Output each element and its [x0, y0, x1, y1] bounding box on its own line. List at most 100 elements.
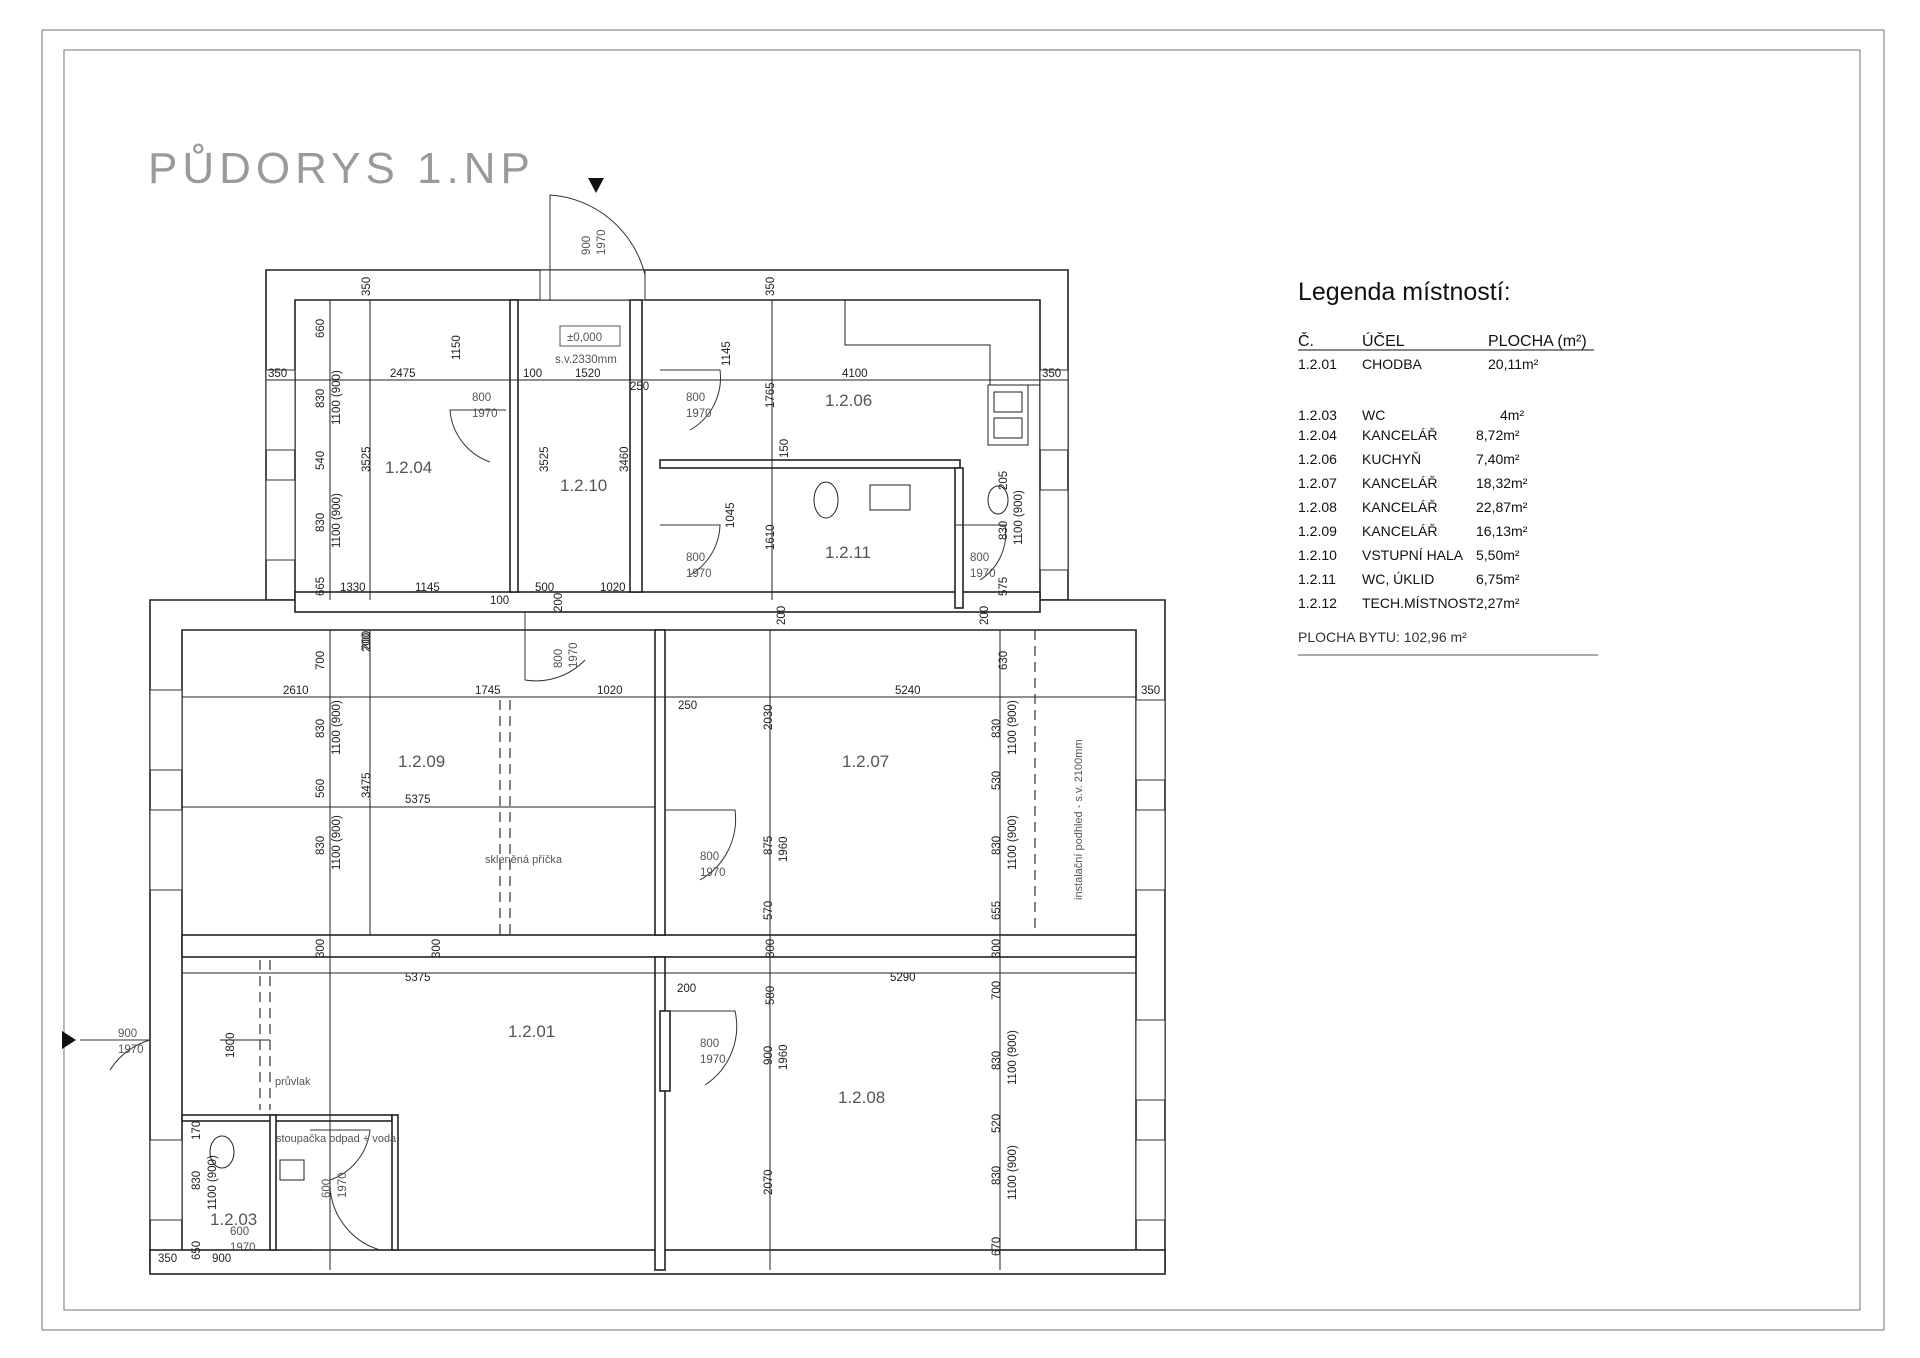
door-height: 1970 [568, 642, 580, 668]
dimension: 2475 [390, 368, 416, 380]
dimension: 3525 [539, 446, 551, 472]
door-width: 800 [700, 1038, 719, 1050]
door-height: 1970 [337, 1172, 349, 1198]
dimension: 830 [991, 1051, 1003, 1070]
door-width: 800 [472, 392, 491, 404]
dimension: 830 [315, 389, 327, 408]
dimension: 570 [763, 901, 775, 920]
dimension: 1960 [778, 1044, 790, 1070]
legend-no: 1.2.11 [1298, 571, 1336, 587]
legend-no: 1.2.06 [1298, 451, 1337, 467]
legend-no: 1.2.01 [1298, 356, 1337, 372]
dimension: 350 [1042, 368, 1061, 380]
dimension: 1100 (900) [1013, 490, 1025, 545]
level-mark-box [559, 325, 621, 347]
room-label: 1.2.11 [825, 543, 871, 562]
legend-no: 1.2.12 [1298, 595, 1337, 611]
dimension: 200 [677, 983, 696, 995]
dimension: 1520 [575, 368, 601, 380]
legend-no: 1.2.10 [1298, 547, 1337, 563]
glass-partition-note: skleněná příčka [485, 854, 563, 866]
dimension: 660 [315, 319, 327, 338]
dimension: 830 [315, 719, 327, 738]
dimension: 1100 (900) [1007, 815, 1019, 870]
legend-use: KANCELÁŘ [1362, 523, 1437, 539]
dimension: 830 [991, 1166, 1003, 1185]
dimension: 830 [191, 1171, 203, 1190]
dimension: 500 [535, 582, 554, 594]
dimension: 830 [315, 513, 327, 532]
dimension: 575 [998, 577, 1010, 596]
level-mark: ±0,000 [567, 332, 602, 344]
door-width: 800 [970, 552, 989, 564]
legend-no: 1.2.08 [1298, 499, 1337, 515]
dimension: 1020 [600, 582, 626, 594]
legend-use: WC [1362, 407, 1385, 423]
dimension: 1765 [765, 382, 777, 408]
legend-area: 18,32m² [1476, 475, 1528, 491]
dimension: 670 [991, 1237, 1003, 1256]
dimension: 655 [991, 901, 1003, 920]
dimension: 250 [630, 381, 649, 393]
dimension: 350 [1141, 685, 1160, 697]
door-height: 1970 [700, 867, 726, 879]
outer-frame [41, 29, 1885, 1331]
dimension: 3460 [619, 446, 631, 472]
dimension: 300 [991, 939, 1003, 958]
dimension: 1100 (900) [1007, 700, 1019, 755]
dimension: 200 [361, 631, 373, 650]
legend-header-no: Č. [1298, 331, 1314, 350]
door-height: 1970 [970, 568, 996, 580]
dimension: 170 [191, 1121, 203, 1140]
ceiling-note: instalační podhled - s.v. 2100mm [1073, 739, 1085, 900]
dimension: 630 [998, 651, 1010, 670]
legend-area: 7,40m² [1476, 451, 1520, 467]
legend-use: TECH.MÍSTNOST [1362, 595, 1477, 611]
dimension: 580 [765, 986, 777, 1005]
legend-title: Legenda místností: [1298, 278, 1511, 306]
legend-area: 16,13m² [1476, 523, 1528, 539]
dimension: 830 [991, 719, 1003, 738]
dimension: 650 [191, 1241, 203, 1260]
door-swings [80, 194, 1007, 1251]
dimension-lines [182, 300, 1136, 1270]
dimension: 875 [763, 836, 775, 855]
dimension: 1330 [340, 582, 366, 594]
dimension: 520 [991, 1114, 1003, 1133]
door-width: 900 [118, 1028, 137, 1040]
dimension: 1960 [778, 836, 790, 862]
room-label: 1.2.04 [385, 458, 432, 477]
dimension: 300 [765, 939, 777, 958]
beam-note: průvlak [275, 1076, 311, 1088]
dimension: 1145 [415, 582, 440, 594]
door-width: 800 [686, 552, 705, 564]
legend-area: 22,87m² [1476, 499, 1528, 515]
legend-no: 1.2.07 [1298, 475, 1337, 491]
interior-walls [181, 299, 1137, 1271]
legend-use: VSTUPNÍ HALA [1362, 547, 1464, 563]
dimension: 3525 [361, 446, 373, 472]
dimension: 5375 [405, 794, 431, 806]
dimension: 1100 (900) [331, 493, 343, 548]
dimension: 2070 [763, 1169, 775, 1195]
dimension: 4100 [842, 368, 868, 380]
dimension: 200 [979, 606, 991, 625]
legend-area: 20,11m² [1488, 356, 1539, 372]
dimension: 150 [779, 439, 791, 458]
drawing-title: PŮDORYS 1.NP [148, 142, 535, 193]
room-labels: 1.2.04 1.2.10 1.2.06 1.2.11 1.2.09 1.2.0… [210, 391, 889, 1229]
legend-area: 2,27m² [1476, 595, 1520, 611]
room-label: 1.2.10 [560, 476, 607, 495]
dimension: 1100 (900) [207, 1155, 219, 1210]
door-width: 800 [700, 851, 719, 863]
dimension: 3475 [361, 772, 373, 798]
room-label: 1.2.06 [825, 391, 872, 410]
door-height: 1970 [118, 1044, 144, 1056]
sv-height: s.v.2330mm [555, 354, 617, 366]
dimension: 540 [315, 451, 327, 470]
legend-use: KANCELÁŘ [1362, 499, 1437, 515]
legend-use: KUCHYŇ [1362, 451, 1421, 467]
legend-use: WC, ÚKLID [1362, 571, 1434, 587]
dimension: 700 [991, 981, 1003, 1000]
